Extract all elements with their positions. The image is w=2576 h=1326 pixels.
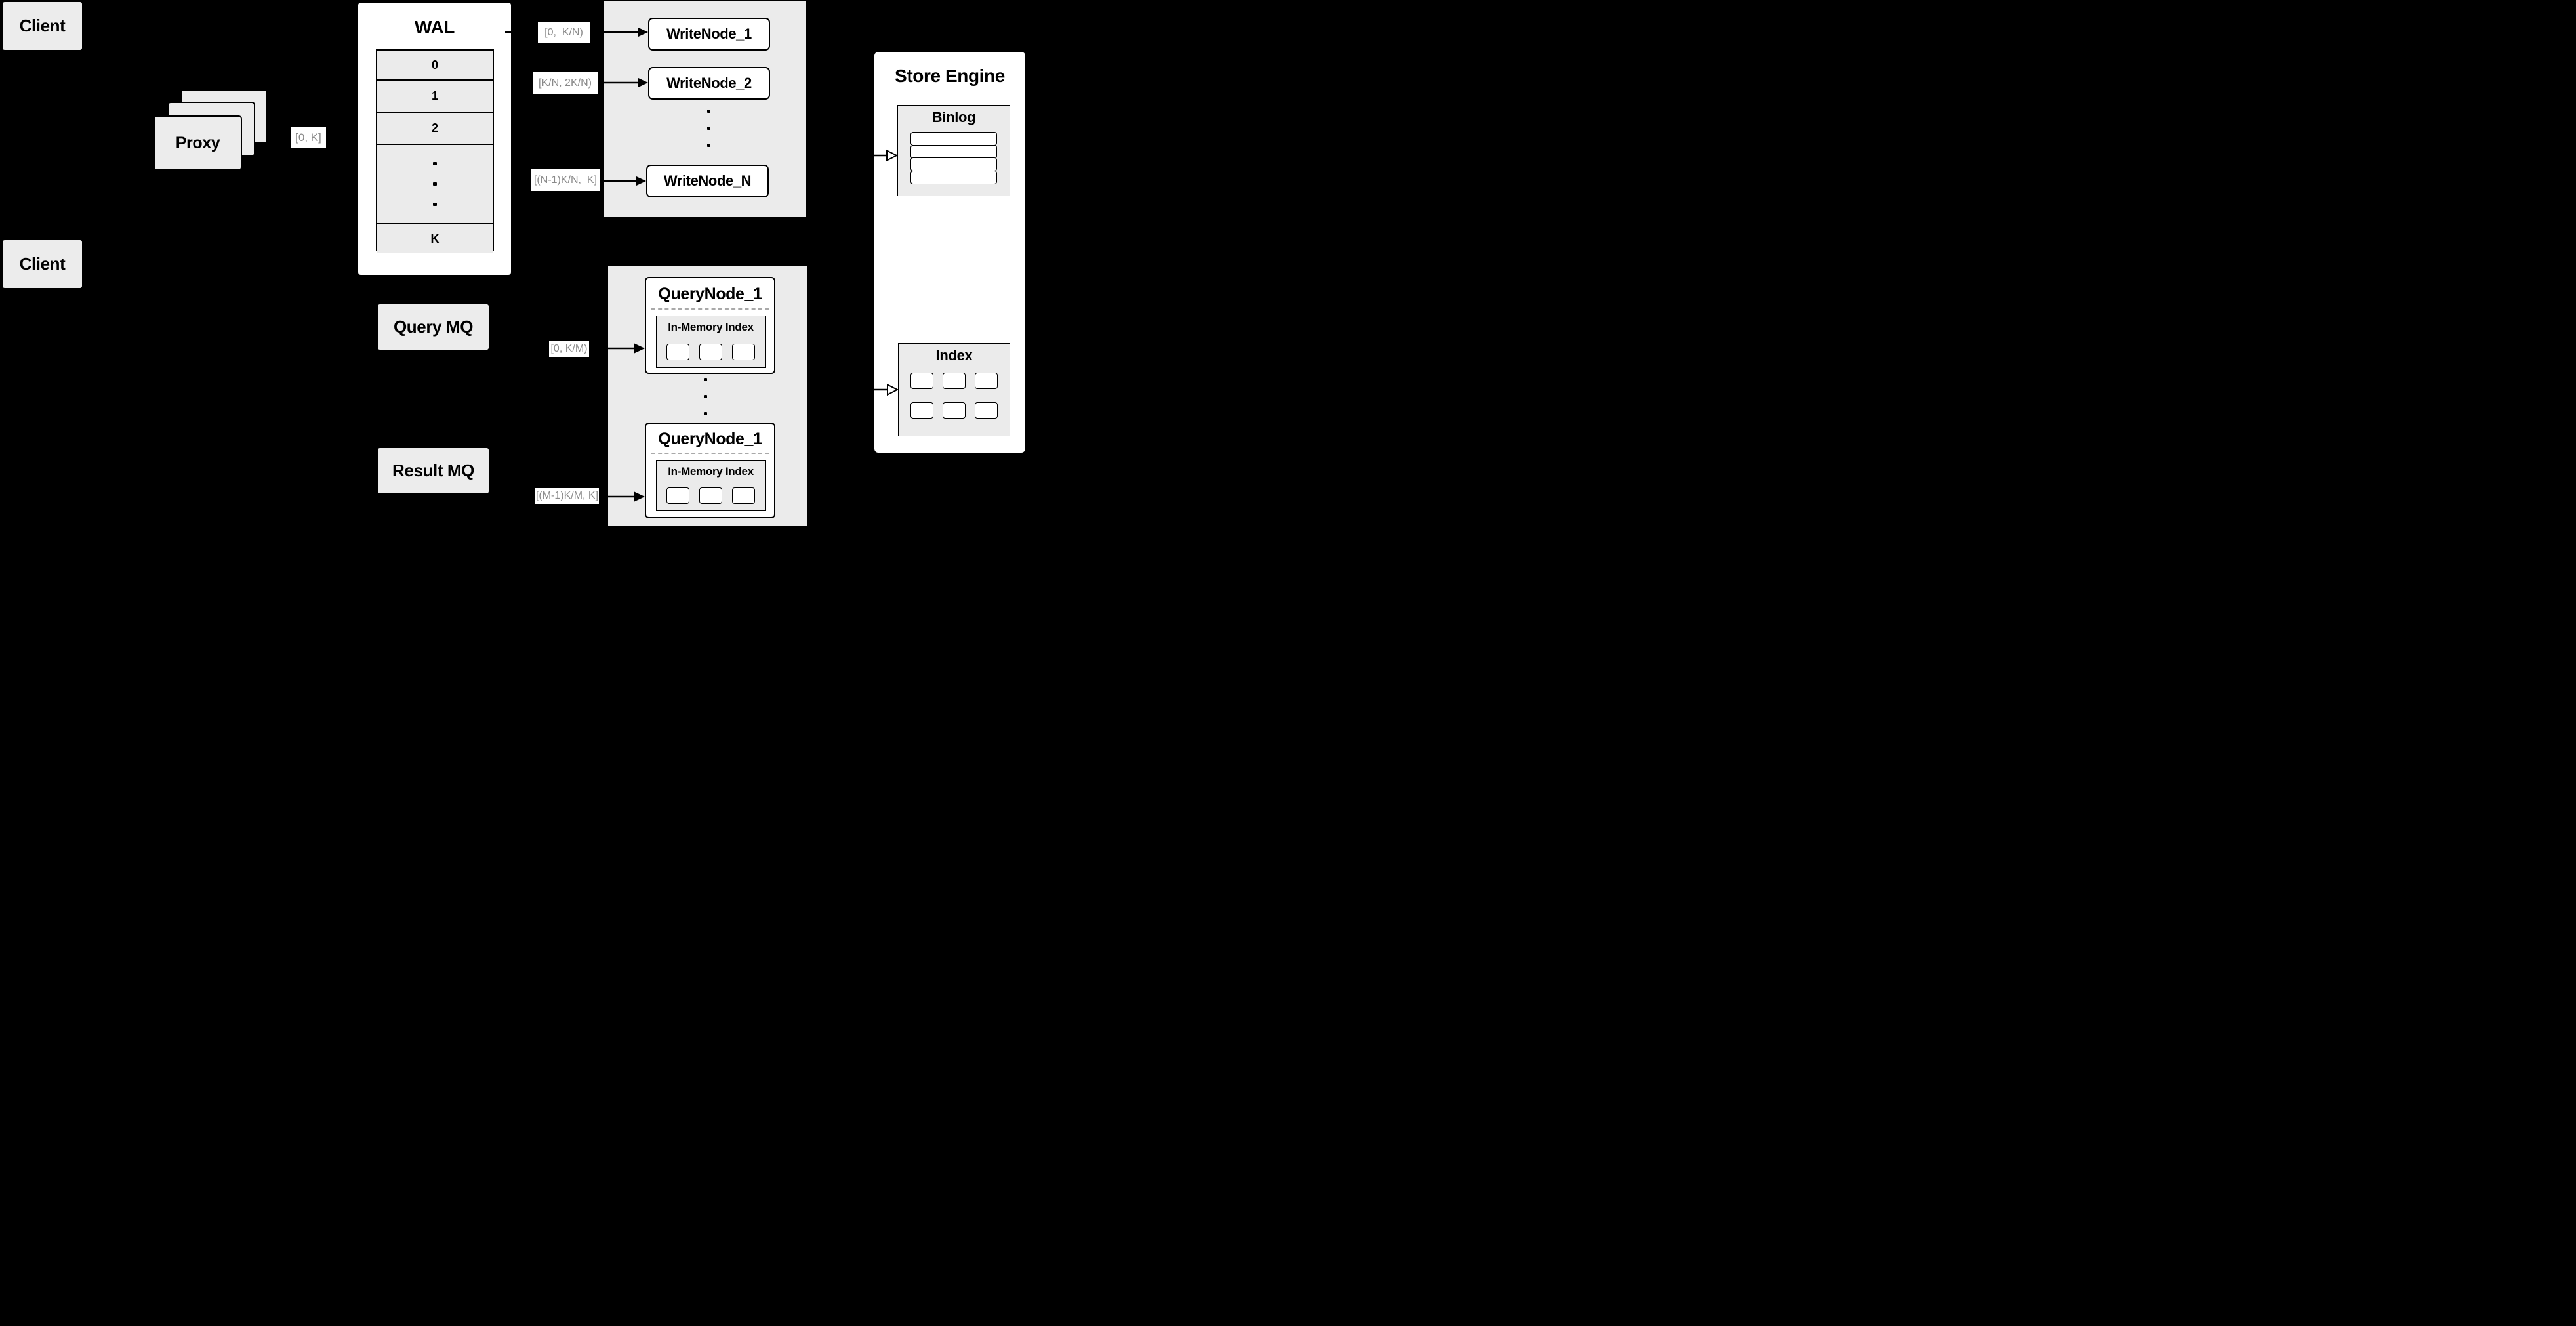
binlog-row <box>910 170 997 184</box>
range-label-proxy-to-wal: [0, K] <box>291 127 326 148</box>
querynode-top-inmem-box: In-Memory Index <box>656 316 766 368</box>
store-engine-panel: Store Engine Binlog Index <box>874 52 1025 453</box>
arrow-to-writenode-2 <box>598 77 648 88</box>
index-cell <box>910 402 933 419</box>
wal-row-1: 1 <box>377 81 493 113</box>
index-cell <box>910 373 933 389</box>
index-cell <box>975 402 998 419</box>
segment-chip <box>732 487 755 504</box>
querynode-top-separator <box>651 308 769 310</box>
writenode-2-label: WriteNode_2 <box>666 75 752 91</box>
writenode-1-label: WriteNode_1 <box>666 26 752 42</box>
querynode-top-box: QueryNode_1 In-Memory Index <box>645 277 775 374</box>
result-mq-box: Result MQ <box>378 448 489 493</box>
range-label-writenode-n: [(N-1)K/N, K] <box>531 169 600 191</box>
query-mq-label: Query MQ <box>393 317 474 337</box>
range-label-writenode-1: [0, K/N) <box>538 22 590 43</box>
wal-row-2: 2 <box>377 113 493 145</box>
writenode-n-box: WriteNode_N <box>646 165 769 197</box>
querynode-ellipsis-icon <box>704 378 707 415</box>
wal-title: WAL <box>414 17 455 37</box>
querynode-bottom-title: QueryNode_1 <box>658 430 762 448</box>
client-box-bottom: Client <box>3 240 82 288</box>
arrow-to-querynode-top <box>589 343 645 354</box>
wal-row-ellipsis <box>377 145 493 224</box>
result-mq-label: Result MQ <box>392 461 474 480</box>
arrow-to-querynode-bottom <box>599 491 645 502</box>
wal-row-0: 0 <box>377 51 493 81</box>
querynode-bottom-box: QueryNode_1 In-Memory Index <box>645 423 775 518</box>
segment-chip <box>699 487 722 504</box>
index-title: Index <box>935 347 973 363</box>
client-box-top: Client <box>3 2 82 50</box>
proxy-box-front: Proxy <box>153 115 242 171</box>
client-top-label: Client <box>19 16 66 35</box>
querynode-top-title: QueryNode_1 <box>658 285 762 303</box>
querynode-bottom-inmem-box: In-Memory Index <box>656 460 766 511</box>
store-engine-title: Store Engine <box>895 66 1005 86</box>
querynode-bottom-segments <box>657 487 765 504</box>
index-cell <box>975 373 998 389</box>
wal-row-k: K <box>377 224 493 253</box>
querynode-top-inmem-title: In-Memory Index <box>668 321 754 333</box>
querynode-top-segments <box>657 344 765 360</box>
client-bottom-label: Client <box>19 254 66 274</box>
index-cell <box>943 373 966 389</box>
binlog-box: Binlog <box>897 105 1010 196</box>
writenode-ellipsis-icon <box>707 110 710 147</box>
index-box: Index <box>898 343 1010 436</box>
querynode-bottom-inmem-title: In-Memory Index <box>668 465 754 478</box>
segment-chip <box>699 344 722 360</box>
binlog-rows <box>898 132 1010 184</box>
segment-chip <box>666 487 689 504</box>
architecture-diagram: Client Client Proxy [0, K] WAL 0 1 2 K W… <box>0 0 1029 529</box>
query-mq-box: Query MQ <box>378 304 489 350</box>
index-cell <box>943 402 966 419</box>
vertical-ellipsis-icon <box>433 162 437 206</box>
querynode-bottom-separator <box>651 453 769 454</box>
arrow-to-writenode-n <box>600 176 646 186</box>
binlog-title: Binlog <box>931 109 976 125</box>
segment-chip <box>666 344 689 360</box>
arrow-to-binlog <box>873 149 899 162</box>
writenode-2-box: WriteNode_2 <box>648 67 770 100</box>
connector-arrows-layer <box>505 27 899 502</box>
wal-log-table: 0 1 2 K <box>376 49 494 253</box>
proxy-label: Proxy <box>175 133 220 152</box>
range-label-querynode-top: [0, K/M) <box>549 341 589 357</box>
wal-panel: WAL 0 1 2 K <box>358 3 511 275</box>
segment-chip <box>732 344 755 360</box>
writenode-1-box: WriteNode_1 <box>648 18 770 51</box>
arrow-to-index <box>873 383 899 396</box>
index-cells <box>899 373 1010 419</box>
arrow-to-writenode-1 <box>590 27 648 37</box>
range-label-querynode-bottom: [(M-1)K/M, K] <box>535 488 599 504</box>
writenode-n-label: WriteNode_N <box>663 173 752 189</box>
range-label-writenode-2: [K/N, 2K/N) <box>533 72 598 94</box>
